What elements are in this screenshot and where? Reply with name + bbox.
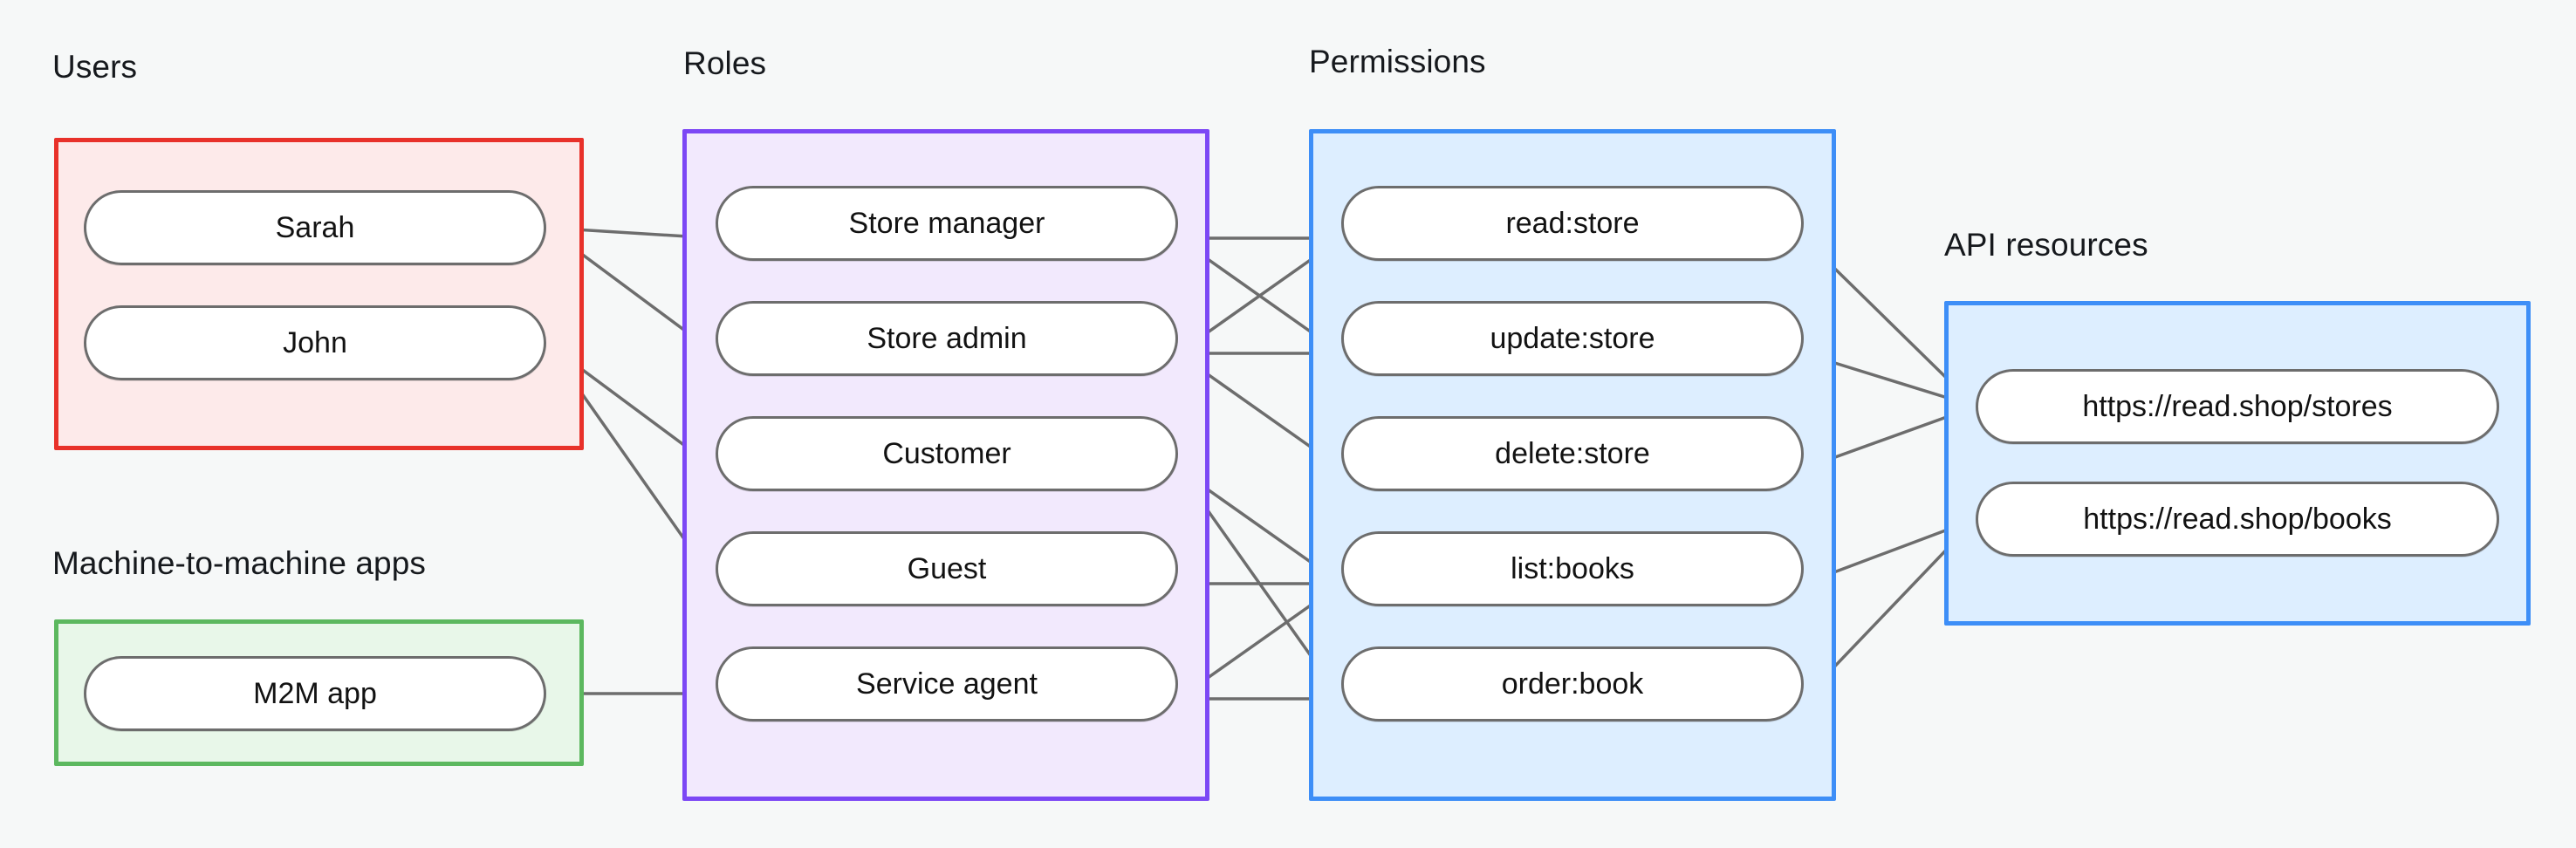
node-api-resource-books[interactable]: https://read.shop/books: [1976, 482, 2499, 557]
node-role-store-admin[interactable]: Store admin: [716, 301, 1178, 376]
group-label-roles: Roles: [683, 45, 767, 81]
node-permission-order-book[interactable]: order:book: [1341, 646, 1804, 721]
group-box-users: [54, 138, 584, 450]
group-label-m2m: Machine-to-machine apps: [52, 545, 427, 581]
node-role-store-manager[interactable]: Store manager: [716, 186, 1178, 261]
node-m2m-app[interactable]: M2M app: [84, 656, 546, 731]
node-permission-list-books[interactable]: list:books: [1341, 531, 1804, 606]
group-label-permissions: Permissions: [1309, 44, 1486, 79]
node-permission-delete-store[interactable]: delete:store: [1341, 416, 1804, 491]
node-permission-update-store[interactable]: update:store: [1341, 301, 1804, 376]
group-box-api-resources: [1944, 301, 2531, 626]
group-label-api-resources: API resources: [1944, 227, 2148, 263]
node-permission-read-store[interactable]: read:store: [1341, 186, 1804, 261]
node-role-customer[interactable]: Customer: [716, 416, 1178, 491]
node-api-resource-stores[interactable]: https://read.shop/stores: [1976, 369, 2499, 444]
node-role-service-agent[interactable]: Service agent: [716, 646, 1178, 721]
node-role-guest[interactable]: Guest: [716, 531, 1178, 606]
group-label-users: Users: [52, 49, 138, 85]
node-user-john[interactable]: John: [84, 305, 546, 380]
node-user-sarah[interactable]: Sarah: [84, 190, 546, 265]
